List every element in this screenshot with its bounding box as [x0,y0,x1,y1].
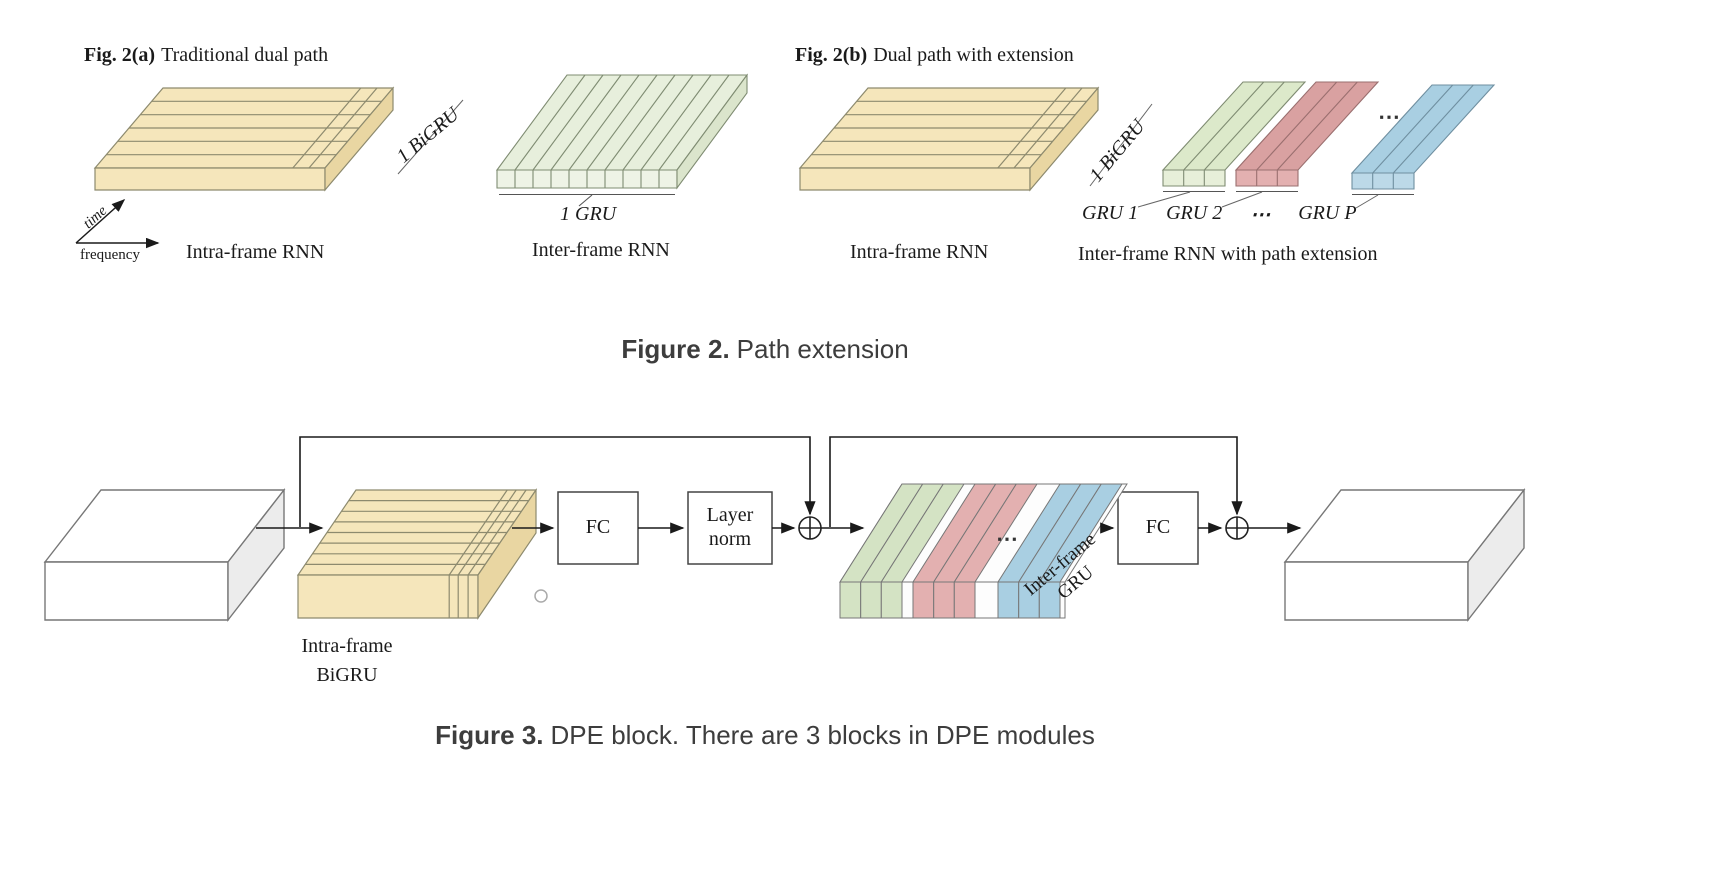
fig3-blue-stripes [997,483,1123,583]
sum-node-2 [1225,516,1249,540]
frequency-axis-label: frequency [80,247,140,263]
fig2b-title-text: Dual path with extension [873,44,1074,66]
fig3-intra-label: Intra-frame BiGRU [262,632,432,690]
fig2a-intra-label: Intra-frame RNN [186,241,325,263]
figure3-caption: Figure 3.DPE block. There are 3 blocks i… [0,720,1530,751]
fig2a-slab-stripes [106,87,382,169]
fig2b-bars-ellipsis: ⋯ [1378,104,1402,129]
figure2-caption-text: Path extension [736,334,909,364]
gru-bar-1-green [1137,81,1307,208]
input-tensor-box [43,487,286,623]
fig2-gru-label: 1 GRU [560,203,617,225]
stray-circle-mark [534,589,548,603]
gru-bar-p-blue [1350,84,1496,209]
gru-label-row: GRU 1 GRU 2 ⋯ GRU P [1082,202,1357,227]
gru2-label: GRU 2 [1166,202,1223,224]
fig3-front-cells [839,581,1061,619]
gru-dots-label: ⋯ [1250,204,1271,226]
fig3-intra-line2: BiGRU [316,664,378,686]
figure3-caption-number: Figure 3. [435,720,544,750]
figure2-caption: Figure 2.Path extension [0,334,1530,365]
time-frequency-axes [75,198,160,249]
figure3-caption-text: DPE block. There are 3 blocks in DPE mod… [550,720,1095,750]
fig2b-title: Fig. 2(b)Dual path with extension [795,44,1074,67]
layer-norm-line2: norm [708,528,752,550]
skip-connections [299,436,1243,527]
figure2-caption-number: Figure 2. [621,334,730,364]
fig2-inter-label: Inter-frame RNN [532,239,670,261]
fig2b-inter-label: Inter-frame RNN with path extension [1078,243,1378,265]
layer-norm-box [687,491,773,565]
gru-bar-2-pink [1221,81,1380,208]
fig2b-intra-label: Intra-frame RNN [850,241,989,263]
gru1-label: GRU 1 [1082,202,1139,224]
fc1-box [557,491,639,565]
grup-label: GRU P [1298,202,1357,224]
fc1-label: FC [585,516,611,539]
sum-node-1 [798,516,822,540]
fig2a-title-text: Traditional dual path [161,44,329,66]
fig3-inter-frame-slab [839,483,1128,619]
fig3-slab-ellipsis: ⋯ [996,526,1020,551]
fig3-slab-stripes [305,489,529,618]
layer-norm-label: Layer norm [688,492,772,564]
fig2b-slab-stripes [811,87,1087,169]
fig3-intra-frame-slab [296,488,538,620]
fig2b-title-bold: Fig. 2(b) [795,44,868,66]
output-tensor-box [1283,487,1526,623]
fig2-inter-frame-slab [495,73,749,207]
layer-norm-line1: Layer [706,504,754,527]
fig2a-title-bold: Fig. 2(a) [84,44,156,66]
fig3-intra-line1: Intra-frame [301,635,393,657]
fig2b-intra-frame-slab [798,86,1153,192]
fc2-label: FC [1145,516,1171,539]
fig2-inter-slab-stripes [514,74,730,188]
fig2a-title: Fig. 2(a)Traditional dual path [84,44,328,67]
fig2a-intra-frame-slab [93,86,464,192]
